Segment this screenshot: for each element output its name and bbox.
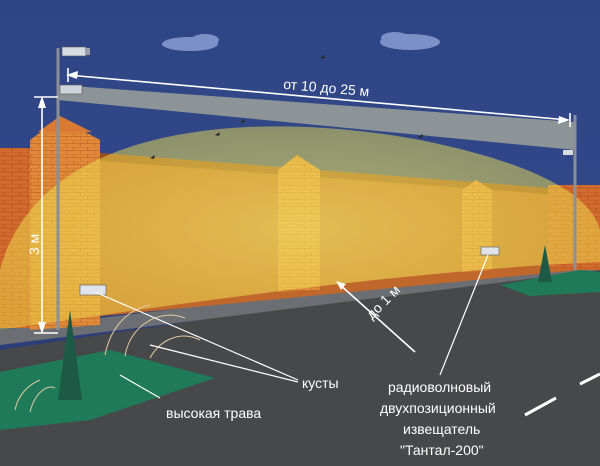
dimension-lines [34,68,571,353]
road [0,260,600,466]
detector-label-line4: "Тантал-200" [400,442,484,458]
distance-label: от 10 до 25 м [283,76,370,99]
detection-zone [0,126,600,330]
poles [56,48,577,330]
beam-band [58,85,575,150]
detector-label-line1: радиоволновый [388,379,491,395]
detector-label-line2: двухпозиционный [380,400,496,416]
height-label: 3 м [26,234,42,255]
tall-grass-label: высокая трава [166,405,261,421]
grass-right [500,270,600,296]
fir-tree [58,245,552,400]
callout-lines [94,254,489,399]
bushes-label: кусты [302,375,339,391]
camera-icon [61,46,573,155]
detector-label-line3: извещатель [403,421,480,437]
grass-left [0,350,215,430]
bush [14,304,201,413]
clouds [162,32,440,51]
birds [150,55,423,159]
road-markings [524,372,600,417]
transmitter-icon [59,84,500,296]
